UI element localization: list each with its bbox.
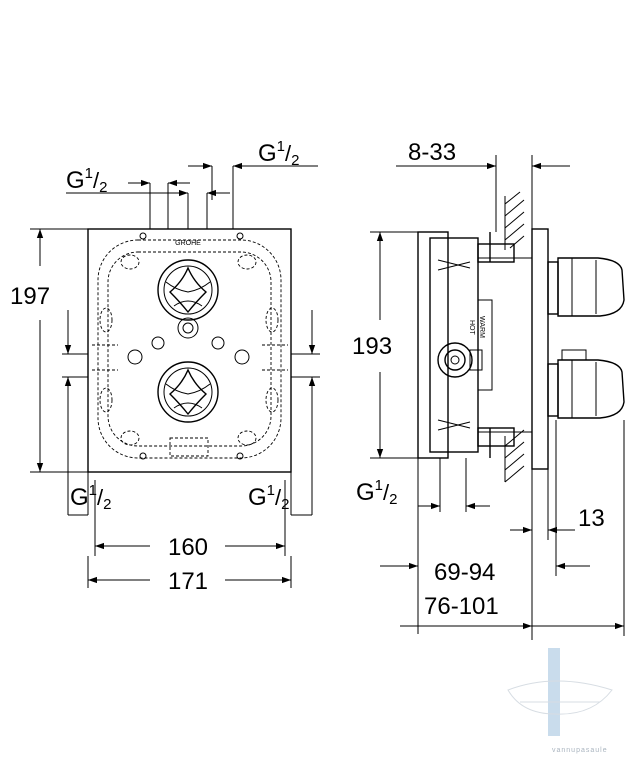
lower-handle bbox=[157, 361, 219, 423]
top-left-thread-label: G1/2 bbox=[66, 165, 107, 196]
height-193-label: 193 bbox=[352, 333, 392, 360]
side-thread-label: G1/2 bbox=[356, 477, 397, 508]
plate-offset-13-dimension: 13 bbox=[510, 469, 605, 640]
side-thread-dimension: G1/2 bbox=[356, 458, 490, 512]
side-lower-handle bbox=[547, 349, 625, 419]
front-casting-outline bbox=[92, 232, 288, 460]
width-160-dimension: 160 bbox=[94, 480, 286, 561]
side-body-housing bbox=[417, 231, 532, 459]
height-197-label: 197 bbox=[10, 283, 50, 310]
central-port bbox=[437, 342, 483, 378]
depth-69-94-dimension: 69-94 bbox=[380, 420, 590, 634]
bottom-right-thread-label: G1/2 bbox=[248, 482, 289, 513]
watermark-label: vannupasaule bbox=[552, 747, 608, 754]
front-plate bbox=[87, 228, 292, 473]
top-right-thread-label: G1/2 bbox=[258, 138, 299, 169]
side-upper-handle bbox=[547, 257, 625, 317]
top-right-thread-dimension: G1/2 bbox=[188, 138, 318, 229]
depth-8-33-dimension: 8-33 bbox=[396, 139, 570, 232]
watermark: vannupasaule bbox=[507, 648, 613, 754]
top-left-thread-dimension: G1/2 bbox=[66, 165, 230, 229]
height-197-dimension: 197 bbox=[10, 228, 88, 473]
depth-69-94-label: 69-94 bbox=[434, 559, 495, 586]
plate-offset-13-label: 13 bbox=[578, 505, 605, 532]
side-marking-warm: WARM bbox=[478, 316, 485, 338]
depth-76-101-dimension: 76-101 bbox=[400, 420, 625, 636]
depth-76-101-label: 76-101 bbox=[424, 593, 499, 620]
depth-8-33-label: 8-33 bbox=[408, 139, 456, 166]
front-view: GROHE G1/ bbox=[10, 138, 320, 595]
watermark-bar bbox=[548, 648, 560, 736]
side-marking-hot: HOT bbox=[468, 320, 475, 336]
side-view: HOT WARM 8-3 bbox=[352, 139, 625, 640]
brand-mark: GROHE bbox=[175, 240, 201, 247]
height-193-dimension: 193 bbox=[352, 231, 418, 459]
width-160-label: 160 bbox=[168, 534, 208, 561]
wall-hatching bbox=[504, 191, 525, 483]
upper-handle bbox=[157, 259, 219, 321]
front-side-ports bbox=[62, 310, 320, 516]
width-171-label: 171 bbox=[168, 568, 208, 595]
width-171-dimension: 171 bbox=[87, 556, 292, 595]
side-cover-plate bbox=[531, 228, 549, 470]
bottom-left-thread-label: G1/2 bbox=[70, 482, 111, 513]
